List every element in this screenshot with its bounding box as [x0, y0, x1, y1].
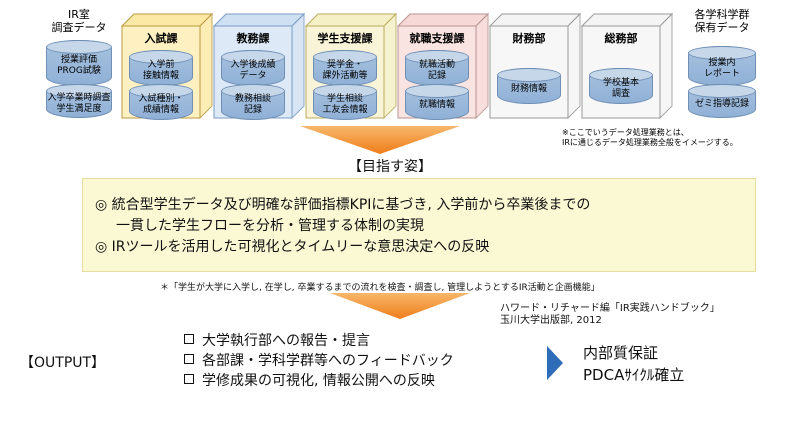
note-line: IRに通じるデータ処理業務全般をイメージする。: [562, 138, 738, 147]
right-group-title-line: 各学科学群: [694, 8, 750, 21]
department-box-side: [659, 12, 673, 120]
department-data-cylinder: 財務情報: [497, 68, 561, 104]
department-box-top: [396, 13, 490, 27]
result-item: PDCAｻｲｸﾙ確立: [583, 366, 685, 384]
output-label: 【OUTPUT】: [20, 355, 106, 371]
department-data-cylinder: 学校基本 調査: [589, 68, 653, 104]
department-box-side: [199, 12, 213, 120]
right-arrow-icon: [547, 346, 563, 380]
result-item: 内部質保証: [583, 344, 659, 362]
output-item: 大学執行部への報告・提言: [184, 331, 544, 351]
department-title: 就職支援課: [409, 32, 465, 45]
footnote: ＊「学生が大学に入学し, 在学し, 卒業するまでの流れを検査・調査し, 管理しよ…: [160, 283, 600, 293]
department-data-cylinder: 入学前 接触情報: [129, 50, 193, 86]
down-arrow-1: [300, 126, 460, 154]
citation: ハワード・リチャード編「IR実践ハンドブック」 玉川大学出版部, 2012: [500, 303, 790, 327]
department-box-side: [383, 12, 397, 120]
department-box-top: [304, 13, 398, 27]
output-list: 大学執行部への報告・提言 各部課・学科学群等へのフィードバック 学修成果の可視化…: [184, 331, 544, 391]
citation-line: ハワード・リチャード編「IR実践ハンドブック」: [500, 303, 720, 314]
goal-line-2: 一貫した学生フローを分析・管理する体制の実現: [116, 218, 424, 234]
output-item: 学修成果の可視化, 情報公開への反映: [184, 371, 544, 391]
department-box-side: [291, 12, 305, 120]
checkbox-icon: [184, 334, 194, 344]
left-group-title: IR室 調査データ: [44, 8, 114, 34]
department-box-top: [488, 13, 582, 27]
department-box-top: [580, 13, 674, 27]
department-box-top: [120, 13, 214, 27]
right-cylinder-1: 授業内 レポート: [688, 46, 756, 86]
department-title: 学生支援課: [317, 32, 373, 45]
department-data-cylinder: 教務相談 記録: [221, 84, 285, 120]
department-data-cylinder: 就職活動 記録: [405, 50, 469, 86]
department-title: 総務部: [604, 32, 638, 45]
left-group-title-line: 調査データ: [51, 21, 107, 34]
goal-line-3: ◎ IRツールを活用した可視化とタイムリーな意思決定への反映: [95, 239, 490, 255]
left-cylinder-2: 入学卒業時調査 学生満足度: [46, 84, 112, 118]
down-arrow-2: [330, 293, 470, 319]
output-item: 各部課・学科学群等へのフィードバック: [184, 351, 544, 371]
department-data-cylinder: 学生相談 工友会情報: [313, 84, 377, 120]
left-group-title-line: IR室: [68, 8, 90, 21]
department-title: 入試課: [144, 32, 178, 45]
department-data-cylinder: 就職情報: [405, 84, 469, 120]
citation-line: 玉川大学出版部, 2012: [500, 315, 602, 326]
department-data-cylinder: 入試種別・ 成績情報: [129, 84, 193, 120]
department-box-top: [212, 13, 306, 27]
goal-line-1: ◎ 統合型学生データ及び明確な評価指標KPIに基づき, 入学前から卒業後までの: [95, 197, 591, 213]
department-title: 教務課: [236, 32, 270, 45]
note-line: ※ここでいうデータ処理業務とは、: [562, 128, 689, 137]
results: 内部質保証 PDCAｻｲｸﾙ確立: [583, 342, 684, 386]
right-group-title-line: 保有データ: [694, 21, 750, 34]
goal-box: ◎ 統合型学生データ及び明確な評価指標KPIに基づき, 入学前から卒業後までの …: [82, 178, 756, 272]
department-data-cylinder: 奨学金・ 課外活動等: [313, 50, 377, 86]
department-box-side: [475, 12, 489, 120]
department-title: 財務部: [512, 32, 546, 45]
checkbox-icon: [184, 354, 194, 364]
goal-title: 【目指す姿】: [348, 159, 432, 175]
department-box-side: [567, 12, 581, 120]
right-group-title: 各学科学群 保有データ: [684, 8, 760, 34]
right-cylinder-2: ゼミ指導記録: [688, 84, 756, 118]
department-data-cylinder: 入学後成績 データ: [221, 50, 285, 86]
note: ※ここでいうデータ処理業務とは、 IRに通じるデータ処理業務全般をイメージする。: [562, 128, 782, 148]
left-cylinder-1: 授業評価 PROG試験: [46, 40, 112, 86]
checkbox-icon: [184, 374, 194, 384]
